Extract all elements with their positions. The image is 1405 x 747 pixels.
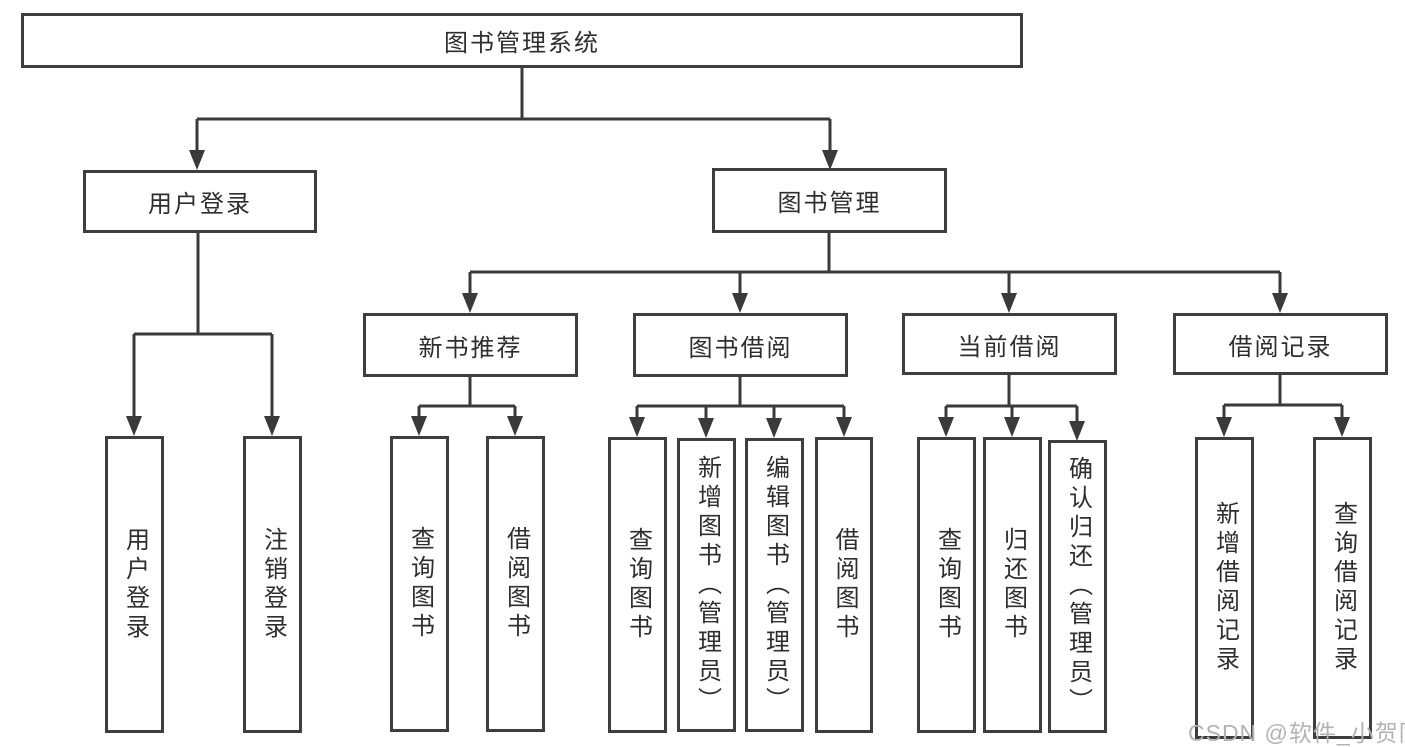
arrowhead (698, 418, 714, 438)
arrowhead (411, 416, 427, 436)
leaf-cb-query-books: 查询图书 (917, 437, 976, 733)
node-user-login: 用户登录 (83, 170, 317, 233)
arrowhead (507, 416, 523, 436)
connector-bookmgmt-to-level3 (468, 233, 1282, 296)
leaf-cb-confirm-return-admin: 确认归还（管理员） (1048, 440, 1107, 733)
arrowhead (836, 417, 852, 437)
connector-bookborrow-to-leaves (635, 377, 846, 420)
arrowhead (732, 293, 748, 313)
leaf-bb-add-books-admin: 新增图书（管理员） (677, 438, 736, 732)
node-book-management: 图书管理 (712, 168, 947, 233)
arrowhead (1069, 421, 1085, 441)
arrowhead (766, 418, 782, 438)
csdn-watermark: CSDN @软件_小贺同学 (1188, 720, 1405, 746)
leaf-br-query-record: 查询借阅记录 (1313, 437, 1372, 739)
arrowhead (1216, 417, 1232, 437)
arrowhead (822, 150, 838, 170)
leaf-bb-edit-books-admin: 编辑图书（管理员） (745, 438, 804, 732)
connector-borrowrecords-to-leaves (1222, 375, 1344, 420)
node-new-book-recommend: 新书推荐 (363, 313, 578, 377)
node-root: 图书管理系统 (21, 13, 1023, 68)
arrowhead (1334, 417, 1350, 437)
node-book-borrowing: 图书借阅 (633, 313, 848, 377)
leaf-logout: 注销登录 (243, 436, 302, 733)
leaf-user-login: 用户登录 (105, 436, 164, 733)
node-borrowing-records: 借阅记录 (1173, 313, 1388, 375)
leaf-nbr-query-books: 查询图书 (390, 436, 449, 732)
arrowhead (629, 417, 645, 437)
arrowhead (1004, 417, 1020, 437)
arrowhead (126, 416, 142, 436)
leaf-bb-query-books: 查询图书 (608, 437, 667, 733)
connector-userlogin-to-leaves (132, 233, 274, 420)
connector-root-to-level2 (195, 68, 832, 153)
leaf-nbr-borrow-books: 借阅图书 (486, 436, 545, 732)
arrowhead (264, 416, 280, 436)
leaf-br-add-record: 新增借阅记录 (1195, 437, 1254, 739)
arrowhead (462, 293, 478, 313)
connector-newbookrec-to-leaves (417, 377, 517, 420)
leaf-cb-return-books: 归还图书 (983, 437, 1042, 733)
arrowhead (938, 417, 954, 437)
leaf-bb-borrow-books: 借阅图书 (815, 437, 873, 733)
arrowhead (1272, 293, 1288, 313)
arrowhead (189, 150, 205, 170)
node-current-borrowing: 当前借阅 (902, 313, 1117, 375)
arrowheads (126, 150, 1350, 441)
connector-currentborrow-to-leaves (944, 375, 1079, 423)
arrowhead (1001, 293, 1017, 313)
